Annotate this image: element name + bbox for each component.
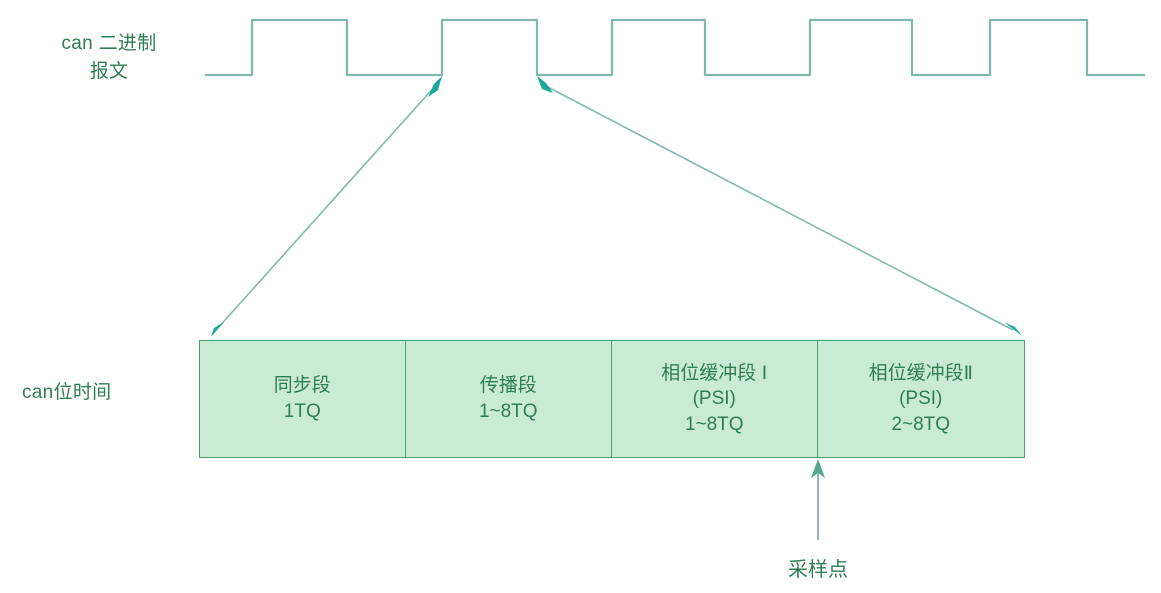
connector-right-line [543,84,1014,331]
connector-right-top-arrowhead-icon [537,76,553,93]
connector-left-line [216,83,438,330]
label-can-binary-message: can 二进制 报文 [61,33,157,82]
segment-sync: 同步段 1TQ [200,341,406,457]
segment-phase-buffer-1: 相位缓冲段 Ⅰ (PSI) 1~8TQ [612,341,818,457]
segment-phase-buffer-1-name: 相位缓冲段 Ⅰ [661,362,768,384]
can-bit-time-box: 同步段 1TQ 传播段 1~8TQ 相位缓冲段 Ⅰ (PSI) 1~8TQ 相位… [199,340,1025,458]
label-can-bit-time: can位时间 [22,382,112,403]
segment-propagation-duration: 1~8TQ [478,401,538,422]
label-sample-point: 采样点 [788,559,848,581]
connector-left-top-arrowhead-icon [428,76,442,97]
segment-phase-buffer-2-abbr: (PSI) [899,388,943,410]
segment-phase-buffer-1-abbr: (PSI) [692,388,736,410]
can-binary-message-waveform [205,18,1145,77]
segment-sync-name: 同步段 [273,375,331,397]
segment-phase-buffer-2: 相位缓冲段Ⅱ (PSI) 2~8TQ [818,341,1025,457]
segment-phase-buffer-1-duration: 1~8TQ [684,413,744,435]
segment-phase-buffer-2-duration: 2~8TQ [891,413,951,435]
segment-phase-buffer-2-name: 相位缓冲段Ⅱ [868,362,973,384]
segment-sync-duration: 1TQ [283,401,321,422]
segment-propagation-name: 传播段 [479,375,537,397]
sample-point-arrowhead-icon [811,459,825,478]
segment-propagation: 传播段 1~8TQ [406,341,612,457]
connector-left-bottom-arrowhead-icon [211,322,224,337]
connector-right-bottom-arrowhead-icon [1004,322,1022,336]
